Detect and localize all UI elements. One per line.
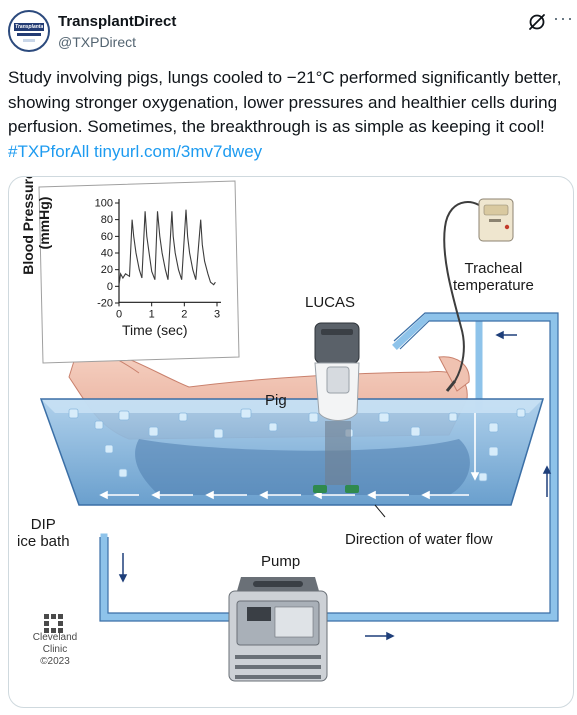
lucas-label: LUCAS	[305, 294, 356, 311]
chart-y-tick-label: 40	[101, 248, 113, 260]
tracheal-thermometer	[443, 198, 514, 392]
dip-ice-bath-label: DIP ice bath	[17, 516, 70, 550]
chart-x-ticks: 0 1 2 3	[116, 302, 220, 320]
water-flow-label: Direction of water flow	[345, 531, 493, 548]
display-name[interactable]: TransplantDirect	[58, 13, 177, 30]
tweet-header: Transplantation TransplantDirect @TXPDir…	[0, 0, 577, 62]
tweet-text: Study involving pigs, lungs cooled to −2…	[8, 66, 568, 164]
chart-y-tick-label: -20	[97, 298, 113, 310]
tweet-body: Study involving pigs, lungs cooled to −2…	[8, 68, 562, 136]
chart-x-tick-label: 2	[181, 308, 187, 320]
water-tube	[100, 313, 558, 621]
lucas-device	[314, 322, 360, 485]
avatar-text: Transplantation	[15, 24, 43, 30]
chart-y-ticks: 100 80 60 40 20 0 -20	[95, 198, 119, 310]
chart-y-tick-label: 100	[95, 198, 113, 210]
chart-series	[118, 209, 216, 286]
grok-icon[interactable]	[527, 12, 547, 32]
pump-label: Pump	[261, 553, 301, 570]
chart-x-label: Time (sec)	[122, 322, 188, 338]
user-handle[interactable]: @TXPDirect	[58, 34, 136, 50]
cleveland-clinic-credit: Cleveland Clinic ©2023	[32, 632, 78, 667]
url-link[interactable]: tinyurl.com/3mv7dwey	[93, 141, 263, 161]
chart-y-tick-label: 80	[101, 214, 113, 226]
water-flow-arrows	[99, 413, 480, 500]
more-icon[interactable]: ···	[553, 8, 574, 28]
cleveland-clinic-logo-icon	[44, 614, 63, 633]
chart-y-tick-label: 60	[101, 231, 113, 243]
hashtag-link[interactable]: #TXPforAll	[8, 141, 90, 161]
pump-device	[228, 577, 328, 682]
chart-series-line	[118, 209, 216, 286]
avatar[interactable]: Transplantation	[8, 10, 50, 52]
chart-y-tick-label: 20	[101, 264, 113, 276]
pig-label: Pig	[265, 392, 287, 409]
flow-arrow-icon	[118, 330, 552, 641]
chart-axes	[118, 199, 221, 303]
chart-x-tick-label: 1	[149, 308, 155, 320]
tracheal-temperature-label: Tracheal temperature	[453, 260, 534, 294]
chart-x-tick-label: 0	[116, 308, 122, 320]
chart-y-label: Blood Pressure (mmHg)	[20, 176, 52, 275]
chart-x-tick-label: 3	[214, 308, 220, 320]
chart-y-tick-label: 0	[107, 281, 113, 293]
